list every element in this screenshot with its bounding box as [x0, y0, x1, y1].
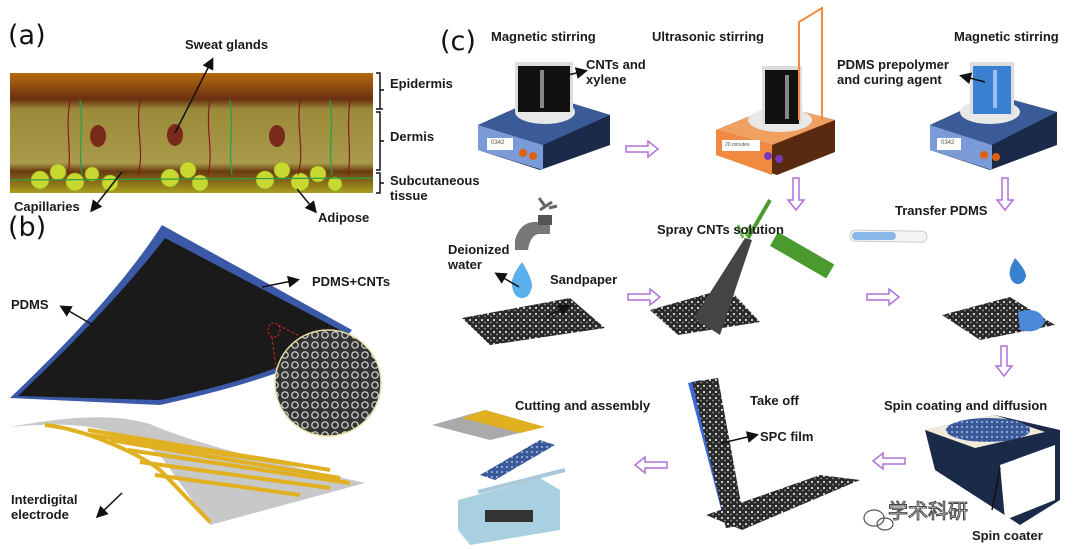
adipose-arrow — [296, 188, 317, 214]
step-magnetic-stirring-1: Magnetic stirring — [491, 29, 596, 44]
label-sandpaper: Sandpaper — [550, 272, 618, 287]
flow-arrow-left-1 — [871, 451, 906, 471]
sem-zoom-inset — [267, 322, 382, 437]
stirrer-1-display: 0342 — [491, 140, 505, 146]
electrode-arrow — [95, 492, 123, 519]
water-drop — [511, 262, 532, 298]
step-take-off: Take off — [750, 393, 799, 408]
ultrasonic-stirrer — [716, 6, 835, 175]
label-cnts-xylene: CNTs and xylene — [586, 57, 646, 87]
flow-arrow-down-3 — [994, 345, 1014, 378]
layer-braces — [376, 72, 384, 194]
pdms-arrow — [59, 305, 94, 326]
blood-vessels — [67, 99, 351, 176]
label-pdms: PDMS — [11, 297, 49, 312]
panel-label-b: (b) — [8, 212, 47, 243]
label-spin-coater: Spin coater — [972, 528, 1043, 543]
magnetic-stirrer-2 — [930, 62, 1057, 170]
transfer-pipette — [849, 229, 1026, 284]
pdms-pool — [1018, 309, 1045, 332]
deionized-water-arrow — [494, 272, 520, 288]
capillaries-arrow — [90, 171, 123, 213]
step-transfer-pdms: Transfer PDMS — [895, 203, 988, 218]
panel-label-c: (c) — [440, 26, 476, 57]
watermark-text: 学术科研 — [888, 499, 969, 523]
label-dermis: Dermis — [390, 129, 435, 144]
label-interdigital-electrode: Interdigital electrode — [11, 492, 78, 522]
step-cutting-and-assembly: Cutting and assembly — [515, 398, 651, 413]
label-capillaries: Capillaries — [14, 199, 80, 214]
faucet — [515, 197, 558, 250]
wechat-watermark-icon — [863, 509, 894, 531]
flow-arrow-left-2 — [633, 455, 668, 475]
spray-setup — [650, 198, 835, 335]
step-magnetic-stirring-2: Magnetic stirring — [954, 29, 1059, 44]
spc-film-arrow — [721, 431, 759, 444]
label-sweat-glands: Sweat glands — [185, 37, 269, 52]
ultrasonic-display: 20 minutes — [725, 142, 750, 148]
label-epidermis: Epidermis — [390, 76, 453, 91]
label-spc-film: SPC film — [760, 429, 814, 444]
flow-arrow-down-2 — [995, 177, 1015, 212]
sweat-glands-arrow — [174, 57, 214, 134]
sandpaper-sheet — [462, 298, 605, 345]
stirrer-2-display: 0342 — [941, 140, 955, 146]
sweat-gland-shapes — [90, 124, 285, 147]
pdms-prepolymer-arrow — [959, 72, 986, 85]
label-pdms-prepolymer: PDMS prepolymer and curing agent — [837, 57, 949, 87]
flow-arrow-down-1 — [786, 177, 806, 212]
pdms-cnt-film — [10, 225, 352, 405]
flow-arrow-right-3 — [866, 287, 901, 307]
flow-arrow-right-1 — [625, 139, 660, 159]
label-deionized-water: Deionized water — [448, 242, 510, 272]
capillary-lines — [9, 99, 374, 181]
pdms-cnts-arrow — [261, 275, 300, 288]
skin-cross-section — [9, 73, 374, 193]
cutting-assembly — [432, 410, 566, 545]
step-ultrasonic-stirring: Ultrasonic stirring — [652, 29, 764, 44]
sandpaper-arrow — [545, 304, 571, 318]
magnetic-stirrer-1 — [478, 62, 610, 170]
label-subcutaneous-tissue: Subcutaneous tissue — [390, 173, 480, 203]
step-spin-coating-and-diffusion: Spin coating and diffusion — [884, 398, 1048, 413]
spin-coater-pointer — [991, 467, 1001, 511]
panel-label-a: (a) — [8, 20, 46, 51]
flow-arrow-right-2 — [627, 287, 662, 307]
process-flow-arrows — [625, 139, 1015, 475]
label-adipose: Adipose — [318, 210, 370, 225]
spc-film-takeoff — [688, 378, 860, 530]
interdigital-electrode — [10, 417, 365, 525]
spin-coater — [925, 415, 1060, 525]
step-spray-cnts-solution: Spray CNTs solution — [657, 222, 784, 237]
cnts-xylene-arrow — [554, 67, 588, 79]
label-pdms-cnts: PDMS+CNTs — [312, 274, 391, 289]
